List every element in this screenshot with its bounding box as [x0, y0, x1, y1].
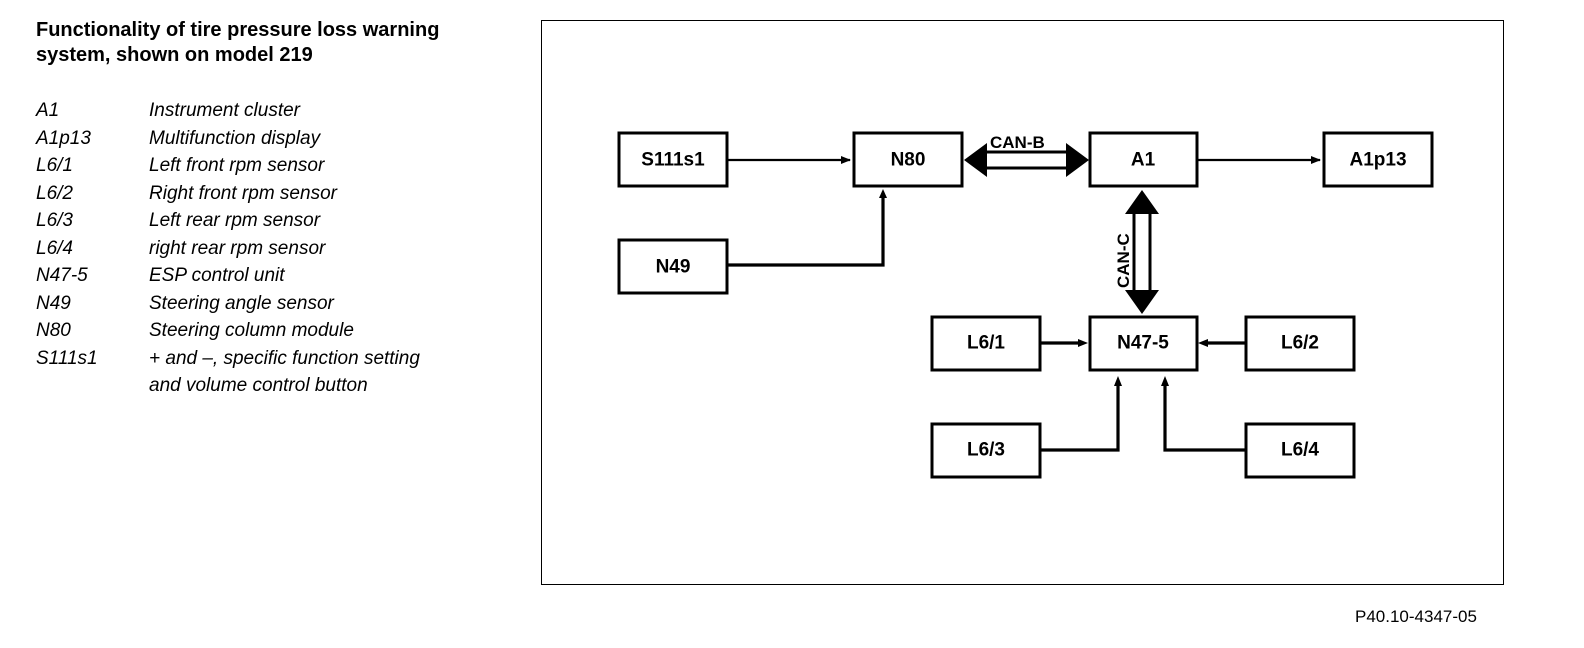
legend-description: Steering column module	[149, 320, 354, 341]
legend-item: A1 Instrument cluster	[36, 97, 509, 125]
arrowhead	[1198, 339, 1208, 347]
legend-description: Left front rpm sensor	[149, 155, 325, 176]
can-c-bus: CAN-C	[1114, 190, 1159, 314]
can-c-label: CAN-C	[1114, 233, 1133, 288]
legend-code: N49	[36, 292, 71, 314]
connector-l6-3-n47-5	[1040, 384, 1120, 452]
legend-description: right rear rpm sensor	[149, 237, 326, 259]
figure-id: P40.10-4347-05	[1355, 607, 1477, 626]
legend-item: and volume control button	[36, 372, 509, 400]
arrowhead	[879, 189, 887, 198]
box-label: L6/1	[967, 333, 1005, 354]
box-label: N80	[891, 150, 926, 171]
can-b-bus: CAN-B	[964, 133, 1089, 177]
box-label: L6/3	[967, 440, 1005, 461]
legend-code: L6/2	[36, 182, 73, 204]
diagram-frame	[541, 20, 1504, 585]
box-l6-4: L6/4	[1244, 422, 1356, 479]
arrowhead	[1114, 376, 1122, 386]
arrowhead	[1161, 376, 1169, 386]
box-label: L6/2	[1281, 333, 1319, 354]
can-b-label: CAN-B	[990, 133, 1045, 152]
box-label: A1p13	[1349, 150, 1406, 171]
legend-code: A1	[36, 100, 60, 121]
legend-description: Left rear rpm sensor	[149, 210, 321, 231]
legend-item: L6/4 right rear rpm sensor	[36, 235, 509, 263]
legend-code: S111s1	[36, 347, 98, 369]
legend-code: N47-5	[36, 265, 88, 286]
box-l6-3: L6/3	[930, 422, 1042, 479]
arrowhead	[1078, 339, 1088, 347]
connector-l6-4-n47-5	[1163, 384, 1246, 452]
legend-description: Right front rpm sensor	[149, 182, 337, 204]
legend-code: N80	[36, 320, 71, 341]
box-label: L6/4	[1281, 440, 1319, 461]
legend-description: and volume control button	[149, 375, 368, 396]
connector-n49-n80	[727, 196, 885, 267]
legend-description: ESP control unit	[149, 265, 285, 286]
legend-description: + and –, specific function setting	[149, 347, 420, 369]
box-label: A1	[1131, 150, 1156, 171]
legend-item: L6/3 Left rear rpm sensor	[36, 207, 509, 235]
connections	[727, 156, 1321, 452]
legend-list: A1 Instrument cluster A1p13 Multifunction …	[36, 97, 509, 400]
legend-item: L6/2 Right front rpm sensor	[36, 180, 509, 208]
legend-description: Multifunction display	[149, 127, 321, 149]
box-label: S111s1	[641, 150, 705, 171]
legend-item: L6/1 Left front rpm sensor	[36, 152, 509, 180]
legend-item: N47-5 ESP control unit	[36, 262, 509, 290]
legend-item: N49 Steering angle sensor	[36, 290, 509, 318]
legend-code: A1p13	[36, 127, 91, 149]
legend-description: Steering angle sensor	[149, 292, 334, 314]
box-l6-2: L6/2	[1244, 315, 1356, 372]
legend-item: N80 Steering column module	[36, 317, 509, 345]
legend-item: S111s1 + and –, specific function setting	[36, 345, 509, 373]
legend-code: L6/1	[36, 155, 73, 176]
diagram-boxes: S111s1 N80 A1 A1p13 N49 L6/1 N47-5 L6/2	[617, 131, 1434, 479]
box-n49: N49	[617, 238, 729, 295]
box-a1p13: A1p13	[1322, 131, 1434, 188]
box-a1: A1	[1088, 131, 1199, 188]
box-l6-1: L6/1	[930, 315, 1042, 372]
legend-code: L6/4	[36, 237, 73, 259]
box-label: N47-5	[1117, 333, 1169, 354]
legend-description: Instrument cluster	[149, 100, 300, 121]
box-n80: N80	[852, 131, 964, 188]
legend-code: L6/3	[36, 210, 73, 231]
legend-item: A1p13 Multifunction display	[36, 125, 509, 153]
figure-title: Functionality of tire pressure loss warn…	[36, 19, 440, 66]
box-n47-5: N47-5	[1088, 315, 1199, 372]
box-s111s1: S111s1	[617, 131, 729, 188]
box-label: N49	[656, 257, 691, 278]
